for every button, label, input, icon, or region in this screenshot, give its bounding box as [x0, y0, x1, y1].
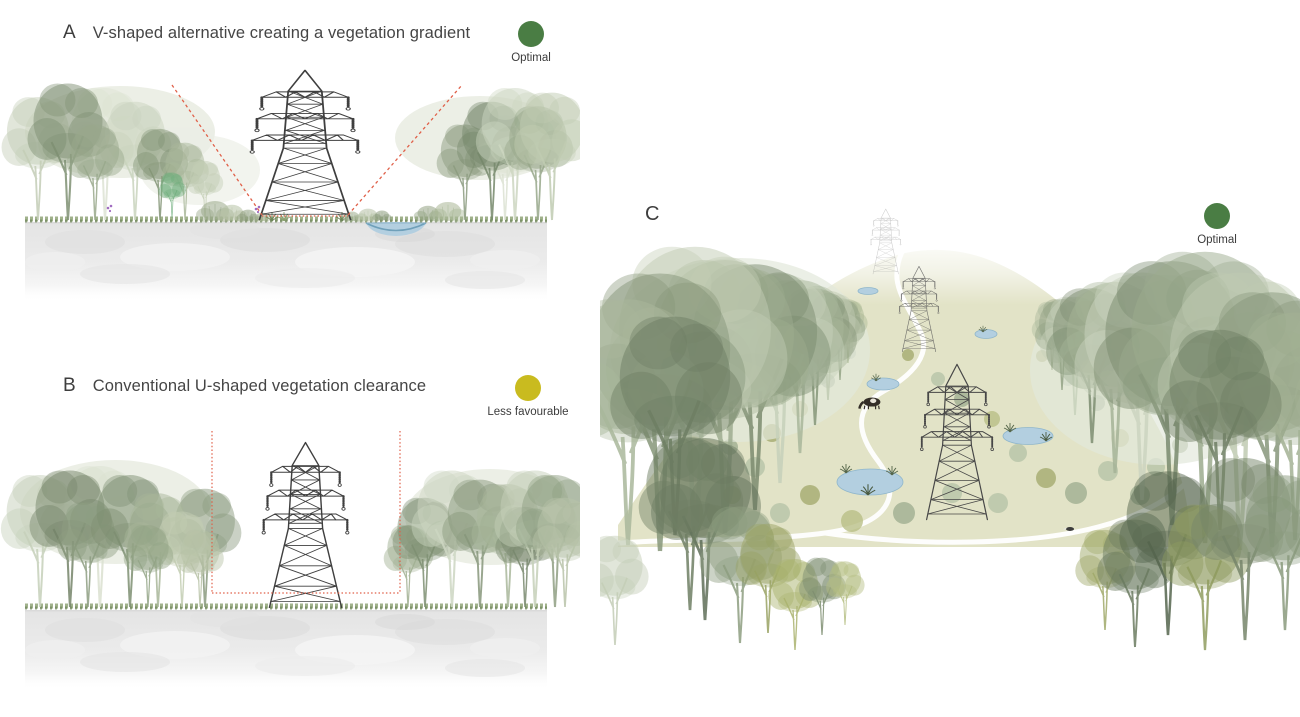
- optimal-dot: [518, 21, 544, 47]
- grass-strip: [25, 603, 547, 610]
- tree-cluster-left: [0, 464, 243, 609]
- panel-a-header: A V-shaped alternative creating a vegeta…: [63, 22, 470, 44]
- panel-a-title: V-shaped alternative creating a vegetati…: [92, 24, 471, 42]
- v-clearance-outline: [171, 84, 463, 217]
- panel-c-letter: C: [645, 203, 660, 225]
- panel-c-rating-label: Optimal: [1197, 234, 1237, 246]
- tree-cluster-right: [383, 469, 580, 609]
- ponds: [836, 287, 1054, 496]
- panel-a-rating-label: Optimal: [511, 52, 551, 64]
- panel-c-illustration: [600, 208, 1300, 652]
- panel-a-letter: A: [63, 22, 76, 43]
- panel-b-rating-legend: Less favourable: [486, 374, 570, 419]
- panel-b-illustration: [0, 431, 580, 690]
- panel-a-rating-legend: Optimal: [489, 20, 573, 65]
- optimal-dot: [1204, 203, 1230, 229]
- panel-c-rating-legend: Optimal: [1175, 202, 1259, 247]
- panel-b-rating-label: Less favourable: [487, 406, 569, 418]
- panel-b-header: B Conventional U-shaped vegetation clear…: [63, 375, 426, 397]
- transmission-pylon: [248, 68, 362, 222]
- soil-cross-section: [25, 609, 547, 690]
- panel-b-letter: B: [63, 375, 76, 396]
- panel-a-illustration: [0, 68, 580, 302]
- pond: [365, 222, 427, 236]
- transmission-pylon: [260, 441, 351, 609]
- less-favourable-dot: [515, 375, 541, 401]
- u-clearance-outline: [211, 431, 401, 594]
- wildflowers: [106, 204, 261, 214]
- soil-cross-section: [25, 221, 547, 302]
- panel-b-title: Conventional U-shaped vegetation clearan…: [92, 377, 427, 395]
